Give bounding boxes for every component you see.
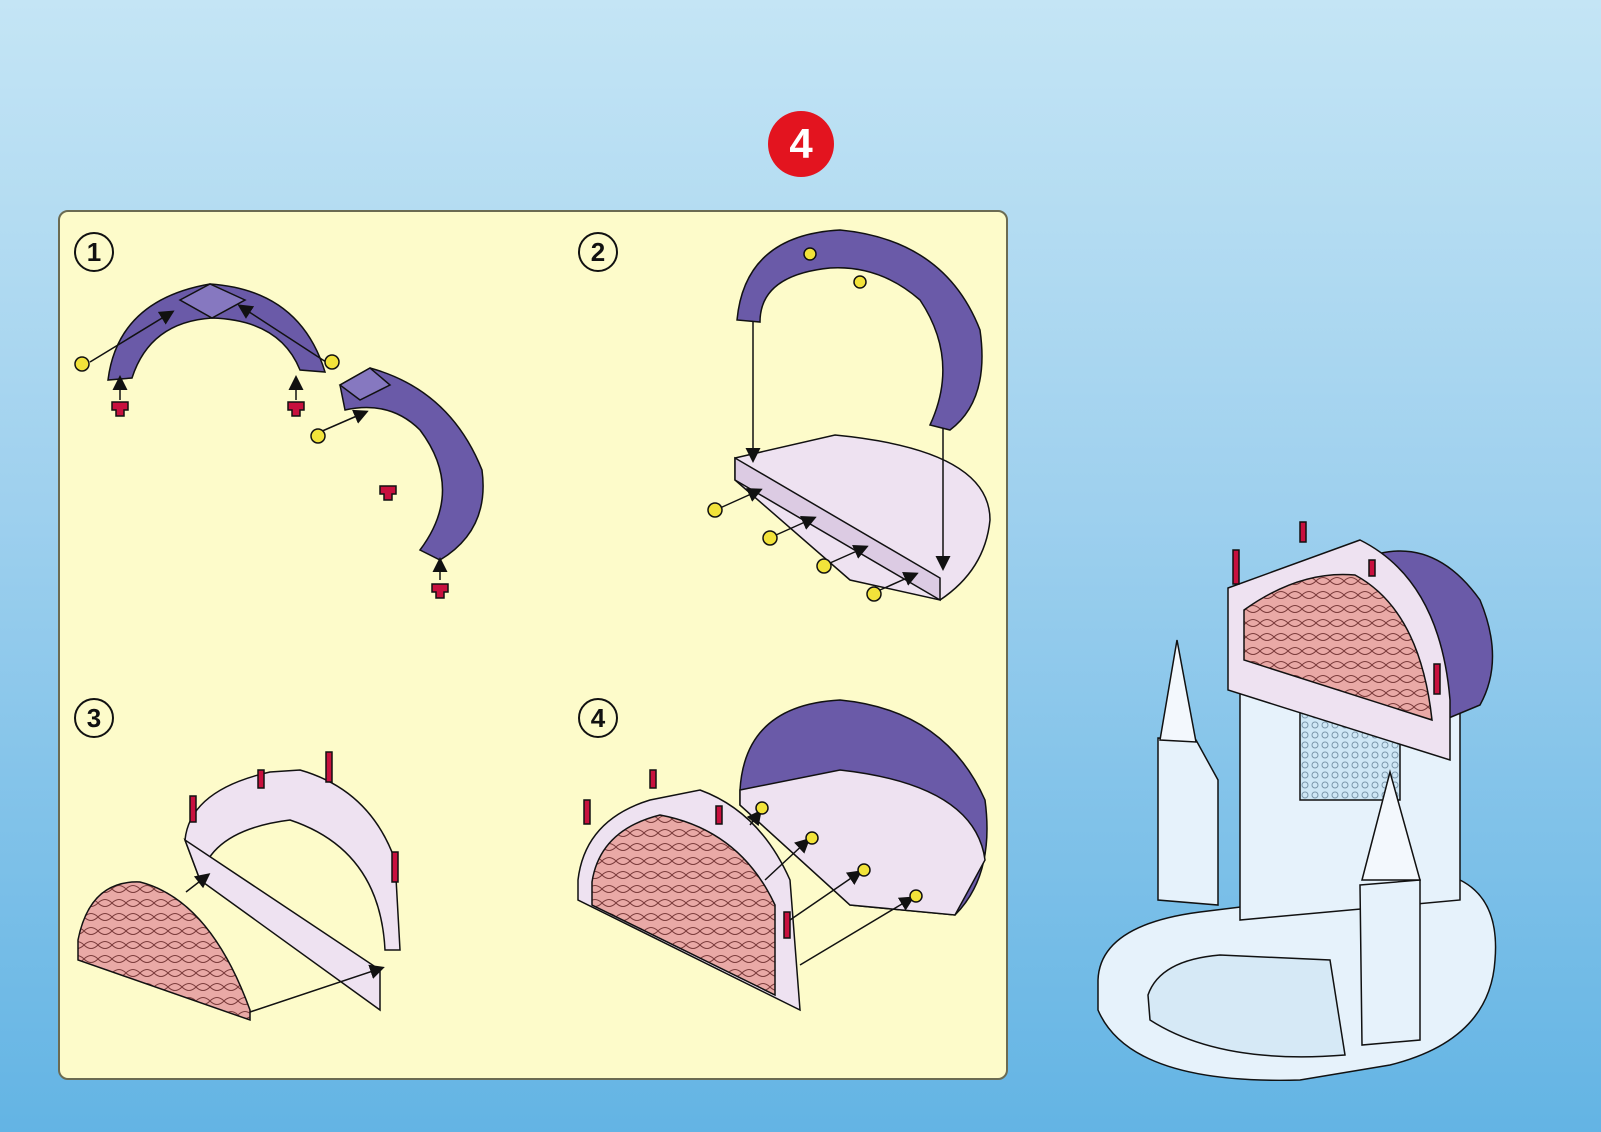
peg-icon [1300, 522, 1306, 542]
substep-2-illustration [708, 230, 990, 601]
peg-icon [288, 402, 304, 416]
peg-icon [1369, 560, 1375, 576]
finished-model-illustration [1098, 522, 1496, 1080]
peg-icon [910, 890, 922, 902]
peg-icon [584, 800, 590, 824]
peg-icon [325, 355, 339, 369]
peg-icon [650, 770, 656, 788]
substep-4-illustration [578, 700, 987, 1010]
peg-icon [804, 248, 816, 260]
peg-icon [392, 852, 398, 882]
peg-icon [763, 531, 777, 545]
peg-icon [190, 796, 196, 822]
substep-1-illustration [75, 284, 483, 598]
peg-icon [380, 486, 396, 500]
peg-icon [756, 802, 768, 814]
peg-icon [311, 429, 325, 443]
peg-icon [708, 503, 722, 517]
substep-3-illustration [78, 752, 400, 1020]
peg-icon [784, 912, 790, 938]
peg-icon [112, 402, 128, 416]
peg-icon [1434, 664, 1440, 694]
peg-icon [867, 587, 881, 601]
peg-icon [75, 357, 89, 371]
peg-icon [1233, 550, 1239, 584]
peg-icon [432, 584, 448, 598]
peg-icon [716, 806, 722, 824]
peg-icon [858, 864, 870, 876]
peg-icon [806, 832, 818, 844]
peg-icon [326, 752, 332, 782]
peg-icon [258, 770, 264, 788]
peg-icon [854, 276, 866, 288]
peg-icon [817, 559, 831, 573]
